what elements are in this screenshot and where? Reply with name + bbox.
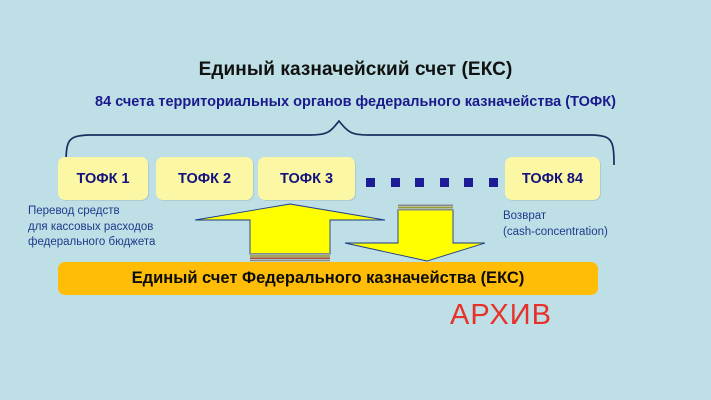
- transfer-caption-line: Перевод средств: [28, 205, 120, 217]
- account-box-tofk-84[interactable]: ТОФК 84: [505, 157, 600, 200]
- page-subtitle: 84 счета территориальных органов федерал…: [95, 94, 616, 110]
- flow-arrows: [195, 203, 485, 262]
- account-box-label: ТОФК 3: [279, 170, 334, 187]
- transfer-caption-line: для кассовых расходов: [28, 220, 154, 233]
- ellipsis-square: [415, 177, 425, 187]
- account-box-label: ТОФК 84: [521, 170, 584, 187]
- ellipsis-square: [390, 177, 400, 187]
- account-box-tofk-3[interactable]: ТОФК 3: [258, 157, 355, 200]
- account-box-tofk-2[interactable]: ТОФК 2: [156, 157, 253, 200]
- return-down-arrow: [344, 204, 485, 262]
- account-box-tofk-1[interactable]: ТОФК 1: [58, 157, 148, 200]
- ellipsis-square: [439, 177, 449, 187]
- unified-account-banner[interactable]: Единый счет Федерального казначейства (Е…: [58, 262, 598, 295]
- ellipsis-square: [366, 177, 375, 187]
- return-caption-line: Возврат: [503, 210, 547, 222]
- grouping-brace: [65, 120, 615, 165]
- transfer-caption-line: федерального бюджета: [28, 236, 156, 248]
- unified-account-banner-label: Единый счет Федерального казначейства (Е…: [131, 269, 525, 287]
- account-box-label: ТОФК 2: [177, 170, 232, 187]
- page-title: Единый казначейский счет (ЕКС): [198, 59, 513, 80]
- transfer-up-arrow: [195, 203, 386, 262]
- return-caption: Возврат (cash-concentration): [503, 209, 608, 240]
- transfer-caption: Перевод средств для кассовых расходов фе…: [28, 204, 155, 251]
- archive-watermark: АРХИВ: [450, 299, 552, 331]
- account-box-label: ТОФК 1: [76, 170, 130, 187]
- ellipsis-square: [464, 177, 474, 187]
- ellipsis-squares: [366, 176, 498, 188]
- return-caption-line: (cash-concentration): [503, 225, 608, 238]
- ellipsis-square: [488, 177, 498, 187]
